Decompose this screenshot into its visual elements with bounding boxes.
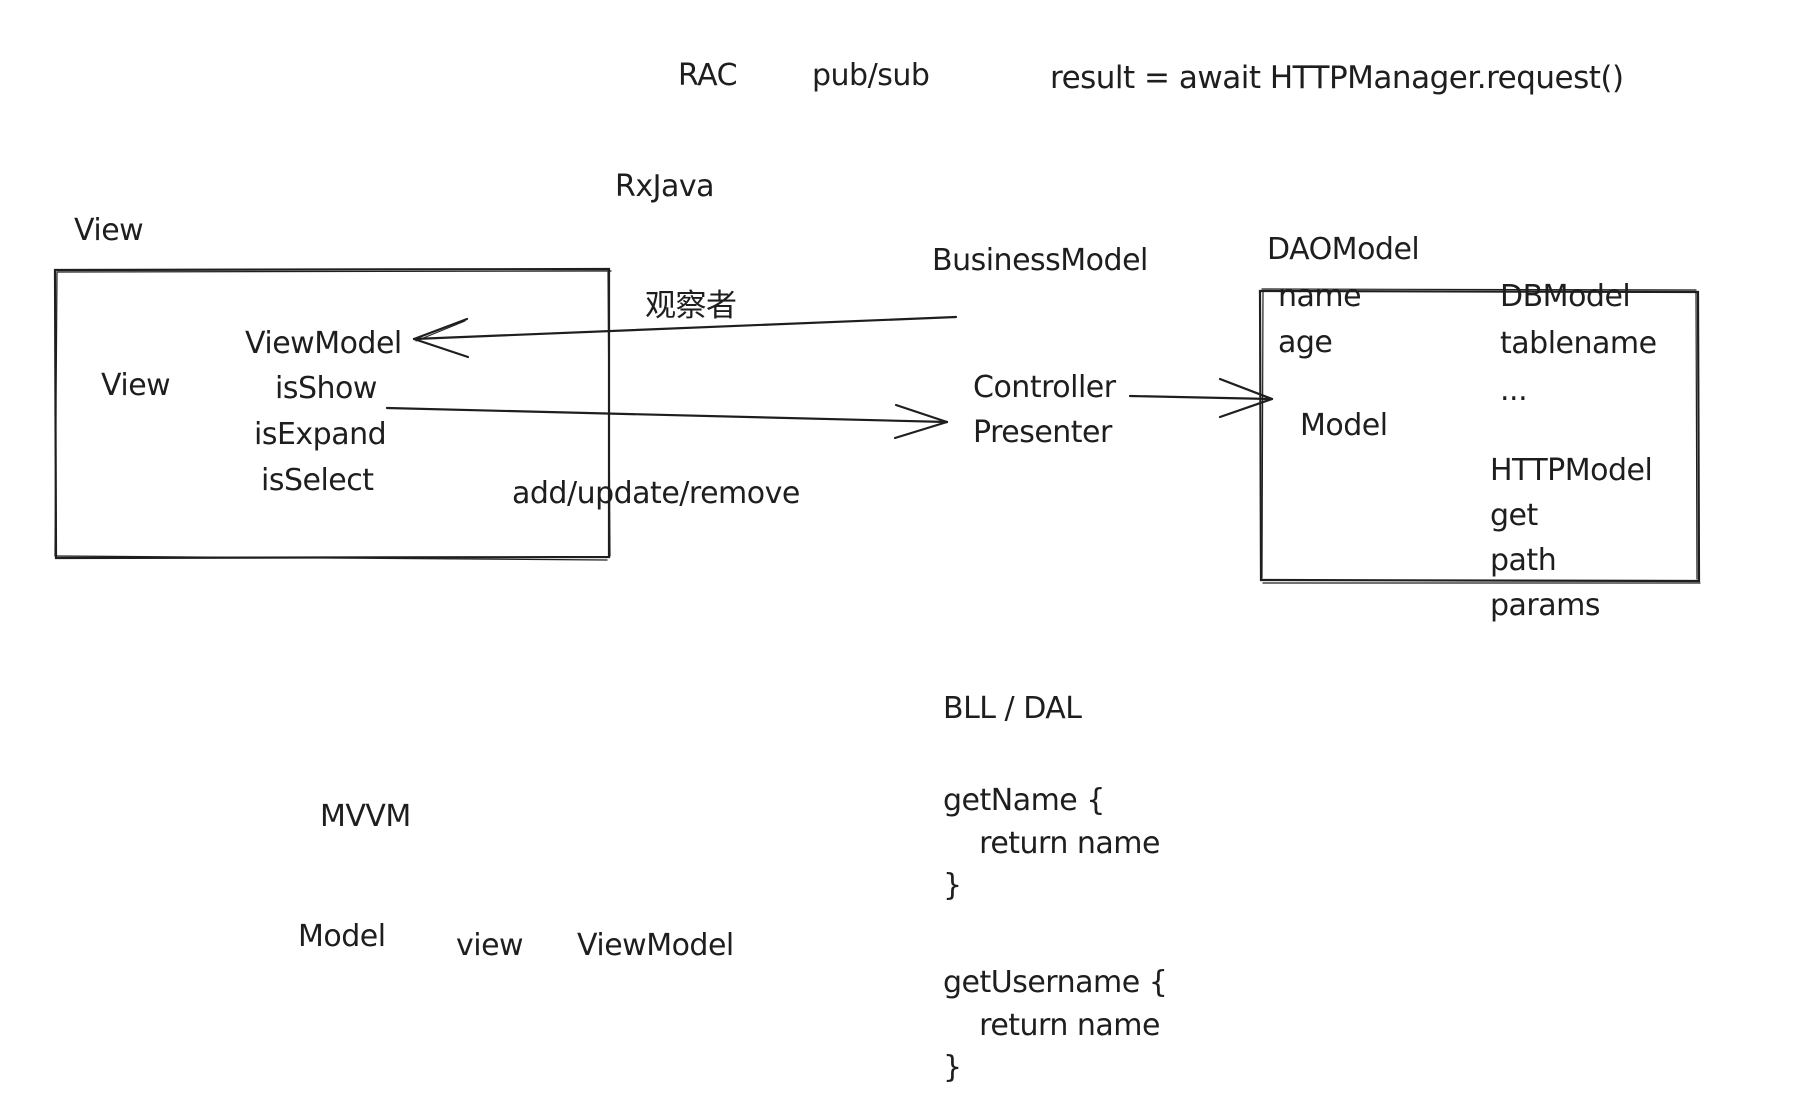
viewmodel-label: ViewModel <box>245 326 402 361</box>
mvvm-part-viewmodel: ViewModel <box>577 928 734 963</box>
property-isshow: isShow <box>275 371 377 406</box>
await-code-label: result = await HTTPManager.request() <box>1050 60 1624 97</box>
property-isexpand: isExpand <box>254 417 387 452</box>
presenter-label: Presenter <box>973 415 1112 450</box>
layers-title: BLL / DAL <box>943 691 1082 726</box>
dao-model-title: DAOModel <box>1267 232 1420 267</box>
code-line: return name <box>943 1008 1160 1043</box>
http-field-get: get <box>1490 498 1538 533</box>
db-model-title: DBModel <box>1500 279 1631 314</box>
db-field-ellipsis: ... <box>1500 373 1528 408</box>
http-field-path: path <box>1490 543 1557 578</box>
property-isselect: isSelect <box>261 463 374 498</box>
mvvm-title: MVVM <box>320 799 411 834</box>
code-line: getName { <box>943 783 1105 818</box>
view-outer-label: View <box>74 213 144 248</box>
field-name: name <box>1278 279 1362 314</box>
observer-label: 观察者 <box>645 288 737 325</box>
code-line: return name <box>943 826 1160 861</box>
http-model-title: HTTPModel <box>1490 453 1653 488</box>
business-model-label: BusinessModel <box>932 243 1148 278</box>
rac-label: RAC <box>678 58 738 93</box>
actions-label: add/update/remove <box>512 476 800 511</box>
view-box <box>53 267 612 561</box>
pubsub-label: pub/sub <box>812 58 930 93</box>
code-line: } <box>943 868 962 903</box>
field-age: age <box>1278 325 1333 360</box>
model-box <box>1258 288 1701 584</box>
controller-label: Controller <box>973 370 1116 405</box>
rxjava-label: RxJava <box>615 169 714 204</box>
observer-arrow <box>412 315 958 359</box>
code-line: getUsername { <box>943 965 1168 1000</box>
code-line: } <box>943 1050 962 1085</box>
view-inner-label: View <box>101 368 171 403</box>
mvvm-part-model: Model <box>298 919 386 954</box>
model-label: Model <box>1300 408 1388 443</box>
controller-model-arrow <box>1128 377 1274 419</box>
update-arrow <box>385 403 949 440</box>
http-field-params: params <box>1490 588 1601 623</box>
mvvm-part-view: view <box>456 928 524 963</box>
db-field-tablename: tablename <box>1500 326 1657 361</box>
